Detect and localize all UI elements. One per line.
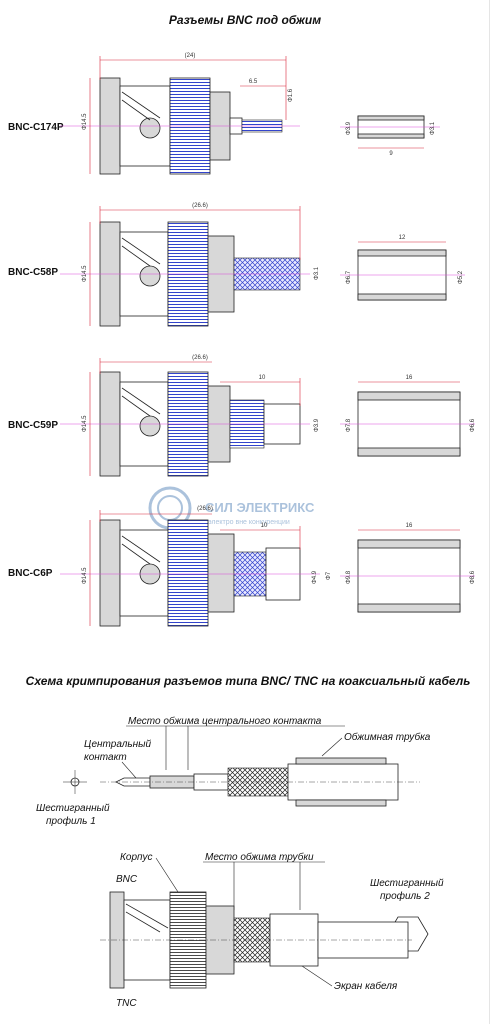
scheme-title: Схема кримпирования разъемов типа BNC/ T… [26,674,471,688]
dim-body: Φ14.5 [82,113,88,130]
dim-sleeve-len: 16 [406,375,413,381]
watermark-brand: СИЛ ЭЛЕКТРИКС [205,500,315,515]
dim-pin: 10 [259,375,266,381]
connector-label: BNC-C59P [8,420,58,431]
page-title: Разъемы BNC под обжим [169,13,321,27]
connector-bnc-c59p: BNC-C59P (26.6) 10 Φ14.5 Φ3.9 16 Φ7.8 Φ6… [8,355,476,477]
label-center-contact-1: Центральный [84,739,152,750]
watermark-tagline: электро вне конкуренции [208,519,290,526]
connector-bnc-c58p: BNC-C58P (26.6) Φ14.5 Φ3.1 12 Φ6.7 Φ5.2 [8,203,465,327]
dim-pin-dia: Φ3.1 [314,266,320,280]
label-hex1-line1: Шестигранный [36,803,110,814]
scheme-top: Место обжима центрального контакта Центр… [36,715,431,827]
dim-pin-dia-2: Φ7 [326,571,332,580]
dim-sleeve-id: Φ3.1 [430,121,436,135]
connector-label: BNC-C6P [8,568,53,579]
dim-body: Φ14.5 [82,567,88,584]
dim-pin-dia: Φ1.6 [288,88,294,102]
dim-sleeve-id: Φ6.6 [470,418,476,432]
dim-overall: (26.6) [192,355,208,361]
dim-sleeve-od: Φ7.8 [346,418,352,432]
dim-sleeve-id: Φ5.2 [458,270,464,284]
dim-sleeve-od: Φ6.7 [346,270,352,284]
label-tube-crimp: Место обжима трубки [205,851,314,863]
connector-label: BNC-C58P [8,267,58,278]
dim-body: Φ14.5 [82,265,88,282]
dim-sleeve-len: 9 [389,151,393,157]
dim-pin-dia: Φ4.9 [312,570,318,584]
dim-sleeve-od: Φ3.9 [346,121,352,135]
label-bnc: BNC [116,874,138,885]
label-hex2-line2: профиль 2 [380,890,430,902]
dim-sleeve-id: Φ8.6 [470,570,476,584]
dim-overall: (24) [185,53,196,59]
label-body: Корпус [120,852,153,863]
connector-bnc-c174p: BNC-C174P (24) 6.5 Φ14.5 Φ1.6 9 Φ3.9 Φ3.… [8,53,440,175]
label-crimp-tube: Обжимная трубка [344,731,431,743]
dim-sleeve-len: 12 [399,235,406,241]
dim-pin: 10 [261,523,268,529]
dim-pin: 6.5 [249,79,258,85]
label-center-crimp: Место обжима центрального контакта [128,715,322,727]
dim-overall: (26.6) [192,203,208,209]
label-center-contact-2: контакт [84,752,127,763]
label-tnc: TNC [116,998,137,1009]
label-shield: Экран кабеля [334,980,398,992]
dim-body: Φ14.5 [82,415,88,432]
dim-overall: (26.6) [197,506,213,512]
label-hex2-line1: Шестигранный [370,878,444,889]
dim-sleeve-len: 16 [406,523,413,529]
scheme-bottom: Корпус Место обжима трубки BNC TNC Шести… [100,851,444,1009]
dim-pin-dia: Φ3.9 [314,418,320,432]
connector-bnc-c6p: BNC-C6P (26.6) 10 Φ14.5 Φ4.9 Φ7 16 Φ9.8 … [8,506,476,627]
dim-sleeve-od: Φ9.8 [346,570,352,584]
label-hex1-line2: профиль 1 [46,815,96,827]
connector-label: BNC-C174P [8,122,64,133]
